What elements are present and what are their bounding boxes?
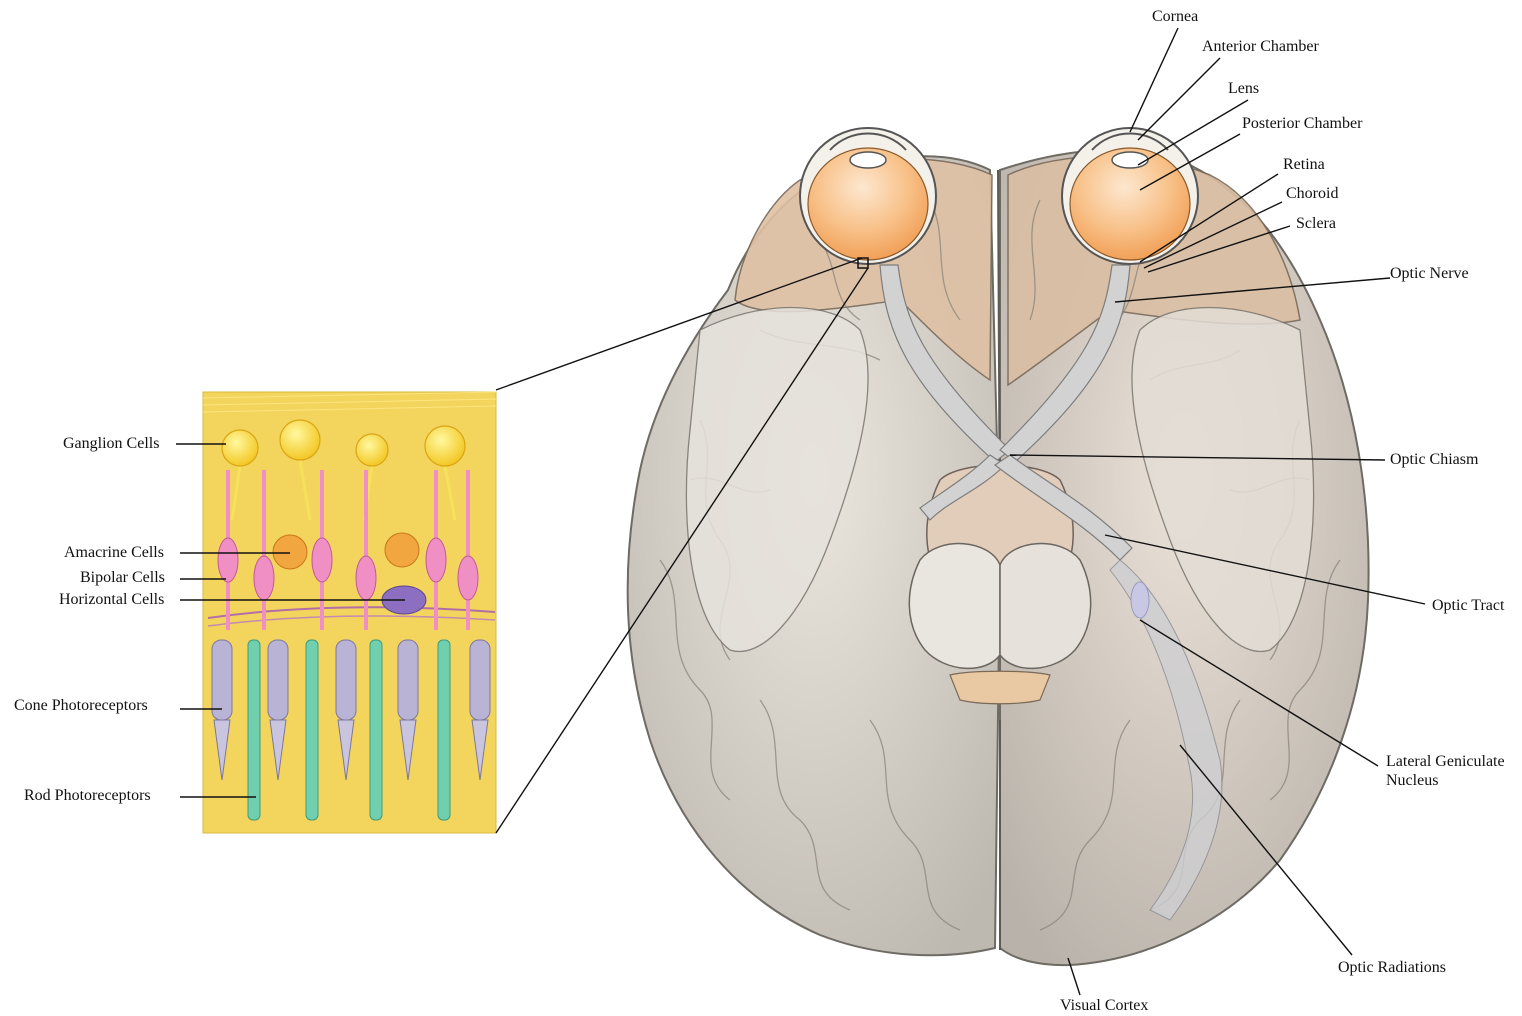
- label-amacrine-cells: Amacrine Cells: [64, 543, 164, 562]
- cone-photoreceptor: [336, 640, 356, 720]
- retina-inset: [203, 392, 496, 833]
- label-posterior-chamber: Posterior Chamber: [1242, 114, 1362, 133]
- label-anterior-chamber: Anterior Chamber: [1202, 37, 1319, 56]
- pons: [950, 671, 1050, 704]
- rod-photoreceptor: [438, 640, 450, 820]
- label-horizontal-cells: Horizontal Cells: [59, 590, 164, 609]
- label-lateral-geniculate-nucleus: Lateral Geniculate Nucleus: [1386, 752, 1505, 790]
- label-cone-photoreceptors: Cone Photoreceptors: [14, 696, 148, 715]
- label-visual-cortex: Visual Cortex: [1060, 996, 1148, 1015]
- label-retina: Retina: [1283, 155, 1325, 174]
- label-choroid: Choroid: [1286, 184, 1338, 203]
- bipolar-cell: [356, 556, 376, 600]
- cone-photoreceptor: [398, 640, 418, 720]
- label-optic-chiasm: Optic Chiasm: [1390, 450, 1478, 469]
- cone-photoreceptor: [212, 640, 232, 720]
- label-optic-tract: Optic Tract: [1432, 596, 1504, 615]
- label-bipolar-cells: Bipolar Cells: [80, 568, 165, 587]
- label-lens: Lens: [1228, 79, 1259, 98]
- label-sclera: Sclera: [1296, 214, 1336, 233]
- bipolar-cell: [426, 538, 446, 582]
- bipolar-cell: [254, 556, 274, 600]
- rod-photoreceptor: [306, 640, 318, 820]
- label-optic-radiations: Optic Radiations: [1338, 958, 1446, 977]
- label-ganglion-cells: Ganglion Cells: [63, 434, 159, 453]
- bipolar-cell: [218, 538, 238, 582]
- label-rod-photoreceptors: Rod Photoreceptors: [24, 786, 151, 805]
- bipolar-cell: [312, 538, 332, 582]
- amacrine-cell: [385, 533, 419, 567]
- amacrine-cell: [273, 535, 307, 569]
- lgn-shape: [1131, 582, 1149, 618]
- right-eye: [1062, 128, 1198, 264]
- bipolar-cell: [458, 556, 478, 600]
- ganglion-cell: [356, 434, 388, 466]
- cone-photoreceptor: [470, 640, 490, 720]
- cone-photoreceptor: [268, 640, 288, 720]
- label-cornea: Cornea: [1152, 7, 1198, 26]
- rod-photoreceptor: [370, 640, 382, 820]
- label-optic-nerve: Optic Nerve: [1390, 264, 1469, 283]
- ganglion-cell: [222, 430, 258, 466]
- ganglion-cell: [280, 420, 320, 460]
- rod-photoreceptor: [248, 640, 260, 820]
- ganglion-cell: [425, 426, 465, 466]
